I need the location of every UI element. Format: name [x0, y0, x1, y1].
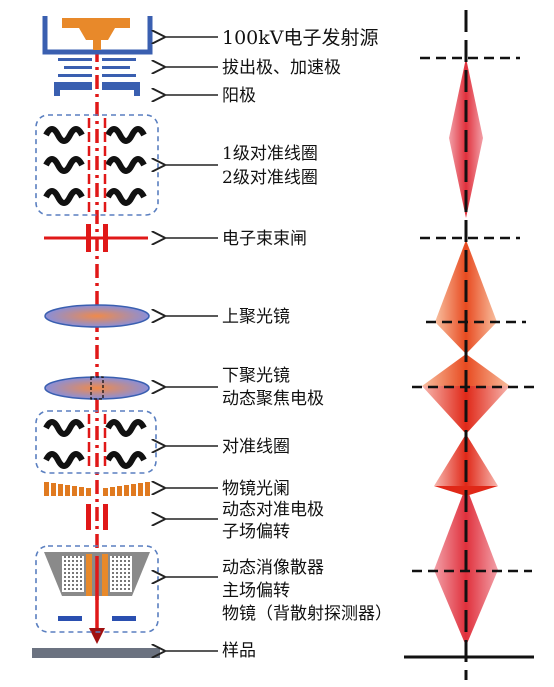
label-align1: 1级对准线圈 — [222, 144, 318, 164]
objective-lens-assembly — [35, 545, 159, 633]
label-gun: 100kV电子发射源 — [222, 27, 379, 49]
upper-condenser-lens — [44, 304, 150, 328]
label-extractor: 拔出极、加速极 — [222, 58, 341, 78]
label-aperture: 物镜光阑 — [222, 479, 290, 499]
beam-blanker — [44, 224, 148, 252]
label-upper-lens: 上聚光镜 — [222, 307, 290, 327]
label-stigmator: 动态消像散器 — [222, 558, 324, 578]
alignment-coil-box — [35, 410, 157, 474]
beam-arrowhead — [89, 628, 105, 644]
ray-diagram — [404, 10, 534, 680]
label-anode: 阳极 — [222, 86, 256, 106]
label-sub-deflect: 子场偏转 — [222, 522, 290, 542]
electron-gun — [42, 16, 153, 55]
label-align2: 2级对准线圈 — [222, 168, 318, 188]
lower-condenser-lens — [44, 376, 150, 400]
anode — [54, 82, 140, 96]
label-align-coil: 对准线圈 — [222, 437, 290, 457]
objective-aperture — [44, 482, 150, 496]
label-blanker: 电子束束闸 — [222, 229, 307, 249]
label-dyn-align: 动态对准电极 — [222, 500, 324, 520]
alignment-coils-1-2 — [35, 114, 159, 216]
extractor-plates — [58, 58, 136, 77]
label-main-deflect: 主场偏转 — [222, 581, 290, 601]
label-objective: 物镜（背散射探测器） — [222, 604, 392, 624]
sub-field-deflector — [86, 504, 108, 530]
label-dyn-focus: 动态聚焦电极 — [222, 389, 324, 409]
label-arrows — [164, 37, 218, 651]
sample-stage — [32, 648, 160, 658]
label-lower-lens: 下聚光镜 — [222, 366, 290, 386]
emitter-tip — [62, 18, 130, 40]
label-sample: 样品 — [222, 641, 256, 661]
